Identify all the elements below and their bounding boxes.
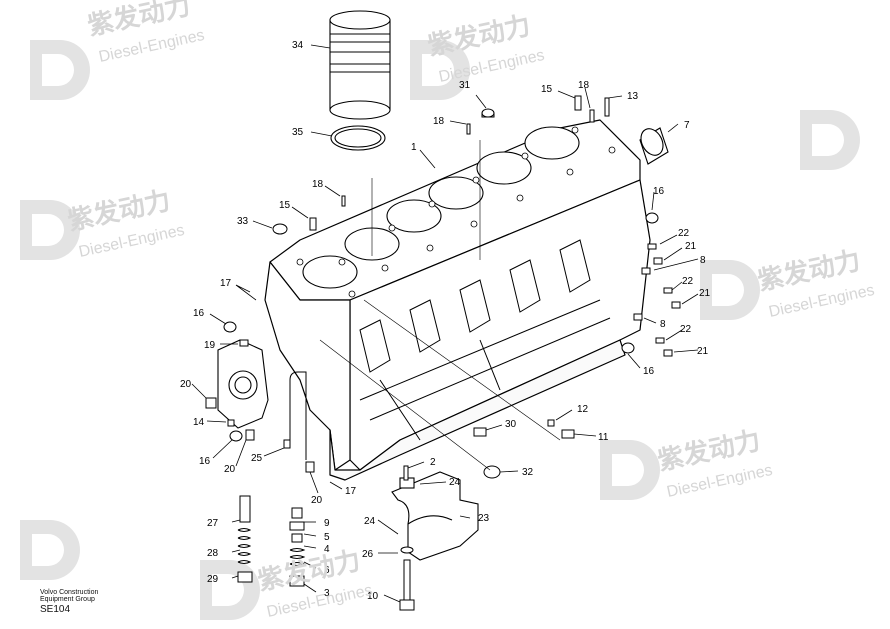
callout-32: 32 bbox=[522, 467, 534, 478]
callout-18: 18 bbox=[578, 80, 590, 91]
callout-20: 20 bbox=[180, 379, 192, 390]
callout-33: 33 bbox=[237, 216, 249, 227]
callout-20: 20 bbox=[311, 495, 323, 506]
callout-15: 15 bbox=[279, 200, 291, 211]
front-cover-plate bbox=[217, 339, 269, 429]
callout-24: 24 bbox=[449, 477, 461, 488]
watermark-logo-icon bbox=[20, 200, 80, 260]
plug-31 bbox=[481, 108, 495, 118]
callout-27: 27 bbox=[207, 518, 219, 529]
callout-1: 1 bbox=[411, 142, 417, 153]
callout-21: 21 bbox=[685, 241, 697, 252]
watermark-logo-icon bbox=[200, 560, 260, 620]
liner-o-ring bbox=[330, 125, 386, 151]
leader-lines bbox=[191, 44, 699, 603]
credit-line-1: Volvo Construction bbox=[40, 589, 99, 596]
piston-cooling-valve-center bbox=[289, 507, 306, 587]
callout-24: 24 bbox=[364, 516, 376, 527]
watermark-logo-icon bbox=[800, 110, 860, 170]
callout-22: 22 bbox=[682, 276, 694, 287]
callout-19: 19 bbox=[204, 340, 216, 351]
watermark-logo-icon bbox=[20, 520, 80, 580]
callout-15: 15 bbox=[541, 84, 553, 95]
callout-17: 17 bbox=[220, 278, 232, 289]
callout-30: 30 bbox=[505, 419, 517, 430]
callout-25: 25 bbox=[251, 453, 263, 464]
callout-10: 10 bbox=[367, 591, 379, 602]
deck-bolt-holes bbox=[296, 126, 616, 298]
dowel-pins bbox=[309, 95, 610, 231]
figure-code: SE104 bbox=[40, 603, 71, 615]
watermark-logo-icon bbox=[600, 440, 660, 500]
callout-31: 31 bbox=[459, 80, 471, 91]
publisher-credit: Volvo Construction Equipment Group SE104 bbox=[40, 589, 98, 615]
callout-5: 5 bbox=[324, 532, 330, 543]
callout-11: 11 bbox=[598, 432, 609, 443]
callout-23: 23 bbox=[478, 513, 490, 524]
credit-line-2: Equipment Group bbox=[40, 596, 95, 604]
callout-18: 18 bbox=[433, 116, 445, 127]
cap-bolt bbox=[399, 546, 415, 611]
callout-16: 16 bbox=[643, 366, 655, 377]
seal-ring bbox=[639, 127, 669, 165]
piston-cooling-valve-left bbox=[237, 495, 253, 583]
callout-2: 2 bbox=[430, 457, 436, 468]
oil-tube bbox=[289, 371, 307, 460]
callout-16: 16 bbox=[193, 308, 205, 319]
callout-26: 26 bbox=[362, 549, 374, 560]
left-small-parts bbox=[205, 339, 315, 473]
bolt-2 bbox=[403, 465, 409, 481]
callout-9: 9 bbox=[324, 518, 330, 529]
callout-17: 17 bbox=[345, 486, 357, 497]
callout-21: 21 bbox=[699, 288, 711, 299]
callout-35: 35 bbox=[292, 127, 304, 138]
callout-16: 16 bbox=[653, 186, 665, 197]
cylinder-bores bbox=[302, 126, 580, 289]
callout-21: 21 bbox=[697, 346, 709, 357]
callout-29: 29 bbox=[207, 574, 219, 585]
cylinder-block bbox=[264, 119, 651, 481]
callout-16: 16 bbox=[199, 456, 211, 467]
callout-14: 14 bbox=[193, 417, 205, 428]
callout-12: 12 bbox=[577, 404, 589, 415]
callout-6: 6 bbox=[324, 565, 330, 576]
callout-4: 4 bbox=[324, 544, 330, 555]
plugs-16 bbox=[223, 212, 659, 442]
main-bearing-cap bbox=[391, 471, 479, 561]
callout-18: 18 bbox=[312, 179, 324, 190]
plug-33 bbox=[272, 223, 288, 235]
callout-20: 20 bbox=[224, 464, 236, 475]
callout-13: 13 bbox=[627, 91, 639, 102]
callout-22: 22 bbox=[678, 228, 690, 239]
side-fittings bbox=[633, 243, 681, 357]
callout-3: 3 bbox=[324, 588, 330, 599]
watermark-logo-icon bbox=[410, 40, 470, 100]
callout-8: 8 bbox=[660, 319, 666, 330]
callout-22: 22 bbox=[680, 324, 692, 335]
cylinder-liner bbox=[329, 10, 391, 120]
watermark-logo-icon bbox=[30, 40, 90, 100]
callout-7: 7 bbox=[684, 120, 690, 131]
callout-28: 28 bbox=[207, 548, 219, 559]
callout-8: 8 bbox=[700, 255, 706, 266]
watermark-logo-icon bbox=[700, 260, 760, 320]
callout-34: 34 bbox=[292, 40, 304, 51]
crankcase-webs bbox=[359, 239, 611, 441]
